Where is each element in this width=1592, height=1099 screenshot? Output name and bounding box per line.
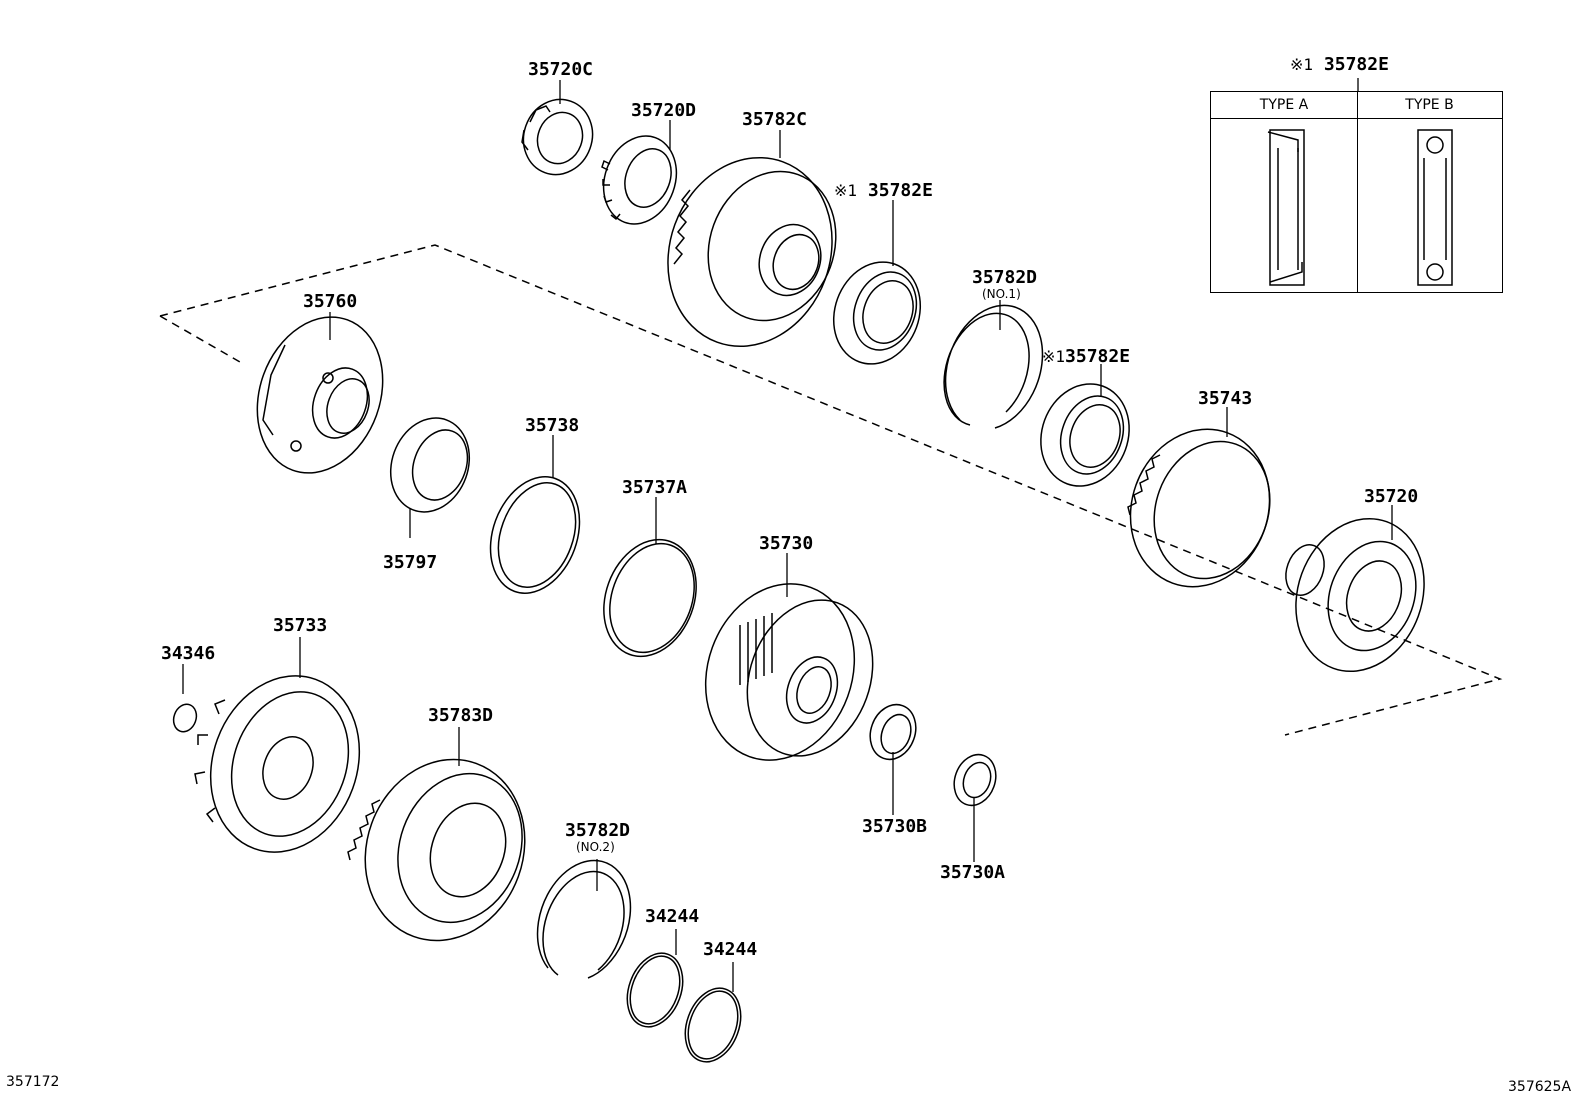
part-34244-oring-b (684, 987, 742, 1063)
label-35782E-lower: ※135782E (1042, 347, 1130, 367)
part-35733-sun-gear (194, 675, 361, 853)
label-35738: 35738 (525, 415, 580, 436)
inset-bearing-types: TYPE A TYPE B (1210, 91, 1503, 293)
label-34244-b: 34244 (703, 939, 758, 960)
part-35760-plate (256, 316, 384, 474)
label-35720: 35720 (1364, 486, 1419, 507)
inset-title-text: 35782E (1323, 54, 1389, 75)
label-35730: 35730 (759, 533, 814, 554)
label-35782D-no2-sub: (NO.2) (576, 840, 615, 854)
inset-type-a-header: TYPE A (1211, 92, 1357, 119)
label-35782E-upper-text: 35782E (867, 180, 933, 201)
label-35782D-no2: 35782D (565, 820, 631, 841)
leader-lines (182, 78, 1393, 992)
label-35730B: 35730B (862, 816, 928, 837)
label-35733: 35733 (273, 615, 328, 636)
label-35720C: 35720C (528, 59, 594, 80)
part-35783D-gear (347, 758, 526, 942)
part-35782D-no2-snapring (536, 859, 632, 979)
part-35720-planetary-gear (1285, 517, 1425, 673)
note-mark: ※1 (1290, 55, 1314, 74)
note-mark: ※1 (1042, 347, 1066, 366)
label-34346: 34346 (161, 643, 216, 664)
part-35782E-bearing-lower (1040, 383, 1130, 487)
part-35720D-lockwasher (601, 135, 678, 225)
label-35743: 35743 (1198, 388, 1253, 409)
label-35797: 35797 (383, 552, 438, 573)
part-35730-clutch-drum (704, 583, 874, 761)
inset-title: ※1 35782E (1290, 55, 1389, 75)
label-35720D: 35720D (631, 100, 697, 121)
part-35737A-ring (603, 538, 697, 658)
part-35782E-bearing-upper (832, 261, 922, 365)
part-34346-oring (172, 703, 198, 733)
label-35782D-no1-sub: (NO.1) (982, 287, 1021, 301)
label-35760: 35760 (303, 291, 358, 312)
note-mark: ※1 (834, 181, 858, 200)
label-35783D: 35783D (428, 705, 494, 726)
inset-type-a-bearing (1267, 129, 1305, 286)
footer-left-code: 357172 (6, 1074, 60, 1090)
label-35737A: 35737A (622, 477, 688, 498)
label-35730A: 35730A (940, 862, 1006, 883)
inset-column-divider (1357, 92, 1358, 292)
part-35730A-washer (953, 753, 997, 807)
label-35782C: 35782C (742, 109, 808, 130)
label-35782D-no1: 35782D (972, 267, 1038, 288)
part-35782C-gear (667, 156, 837, 348)
part-35782D-no1-snapring (943, 304, 1044, 429)
assembly-boundary-left (159, 315, 241, 363)
part-35730B-washer (869, 703, 917, 761)
footer-right-code: 357625A (1508, 1079, 1572, 1095)
inset-type-b-bearing (1417, 129, 1453, 286)
part-35720C-nut (521, 98, 594, 176)
label-34244-a: 34244 (645, 906, 700, 927)
part-35797-needle-bearing (389, 417, 471, 513)
label-35782E-upper: ※1 35782E (834, 181, 933, 201)
part-35743-ring-gear (1127, 428, 1271, 588)
label-35782E-lower-text: 35782E (1065, 346, 1131, 367)
assembly-boundary (159, 244, 1503, 736)
inset-type-b-header: TYPE B (1357, 92, 1502, 119)
part-35738-washer (489, 476, 581, 594)
part-34244-oring-a (626, 952, 684, 1028)
